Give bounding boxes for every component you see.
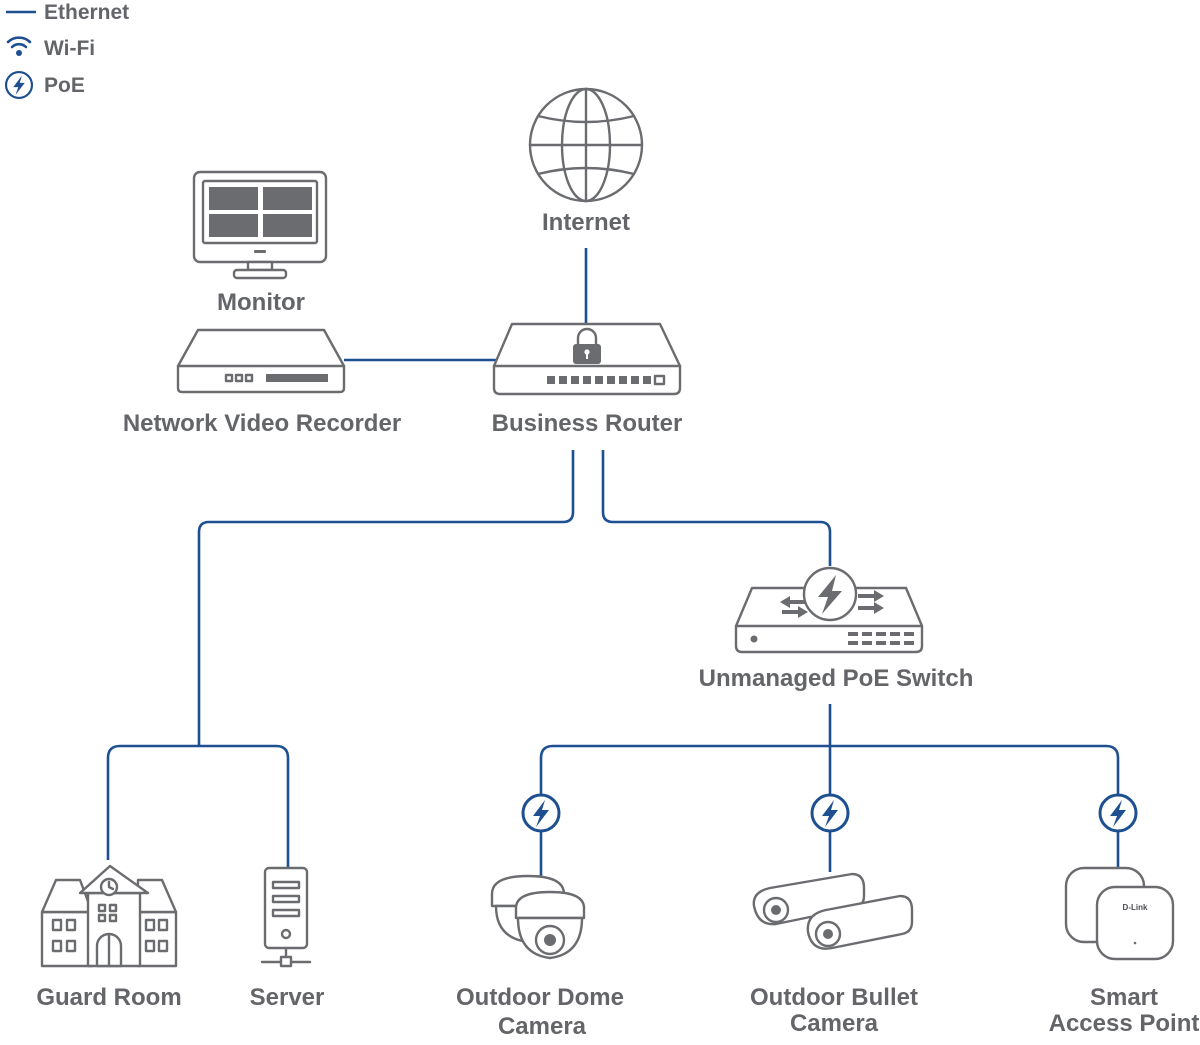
router-icon xyxy=(492,322,682,396)
internet-label: Internet xyxy=(542,209,630,236)
poe-badge-bullet xyxy=(810,793,850,833)
ap-brand-text: D-Link xyxy=(1123,903,1148,912)
bullet-camera-icon xyxy=(752,872,914,950)
switch-label: Unmanaged PoE Switch xyxy=(699,665,974,692)
dome-label-line1: Outdoor Dome xyxy=(456,984,624,1011)
nvr-label: Network Video Recorder xyxy=(123,410,401,437)
poe-icon xyxy=(4,70,34,100)
guard-room-label: Guard Room xyxy=(36,984,181,1011)
monitor-icon xyxy=(192,170,328,280)
ap-label-line2: Access Point xyxy=(1049,1010,1200,1037)
router-switch-link xyxy=(601,450,832,566)
bullet-label-line2: Camera xyxy=(790,1010,879,1037)
legend-wifi-label: Wi-Fi xyxy=(44,37,95,60)
ap-label-line1: Smart xyxy=(1090,984,1158,1011)
poe-badge-ap xyxy=(1098,793,1138,833)
dome-label-line2: Camera xyxy=(498,1013,587,1040)
poe-switch-icon xyxy=(734,566,924,654)
guard-server-branch xyxy=(106,744,290,868)
legend: Ethernet Wi-Fi PoE xyxy=(4,1,129,100)
server-label: Server xyxy=(250,984,325,1011)
server-icon xyxy=(260,866,312,968)
port-row xyxy=(547,374,666,386)
nvr-icon xyxy=(176,328,346,394)
poe-badge-dome xyxy=(521,793,561,833)
poe-branch xyxy=(539,744,1120,876)
connections xyxy=(106,248,1120,876)
lock-icon xyxy=(573,327,601,364)
router-label: Business Router xyxy=(492,410,683,437)
globe-icon xyxy=(528,87,644,203)
monitor-label: Monitor xyxy=(217,289,305,316)
wifi-icon xyxy=(6,36,32,56)
legend-ethernet-label: Ethernet xyxy=(44,1,129,24)
access-point-icon: D-Link xyxy=(1064,866,1175,961)
router-guard-trunk xyxy=(197,450,575,746)
legend-poe-label: PoE xyxy=(44,74,85,97)
building-icon xyxy=(40,864,178,968)
dome-camera-icon xyxy=(490,874,586,960)
bullet-label-line1: Outdoor Bullet xyxy=(750,984,918,1011)
